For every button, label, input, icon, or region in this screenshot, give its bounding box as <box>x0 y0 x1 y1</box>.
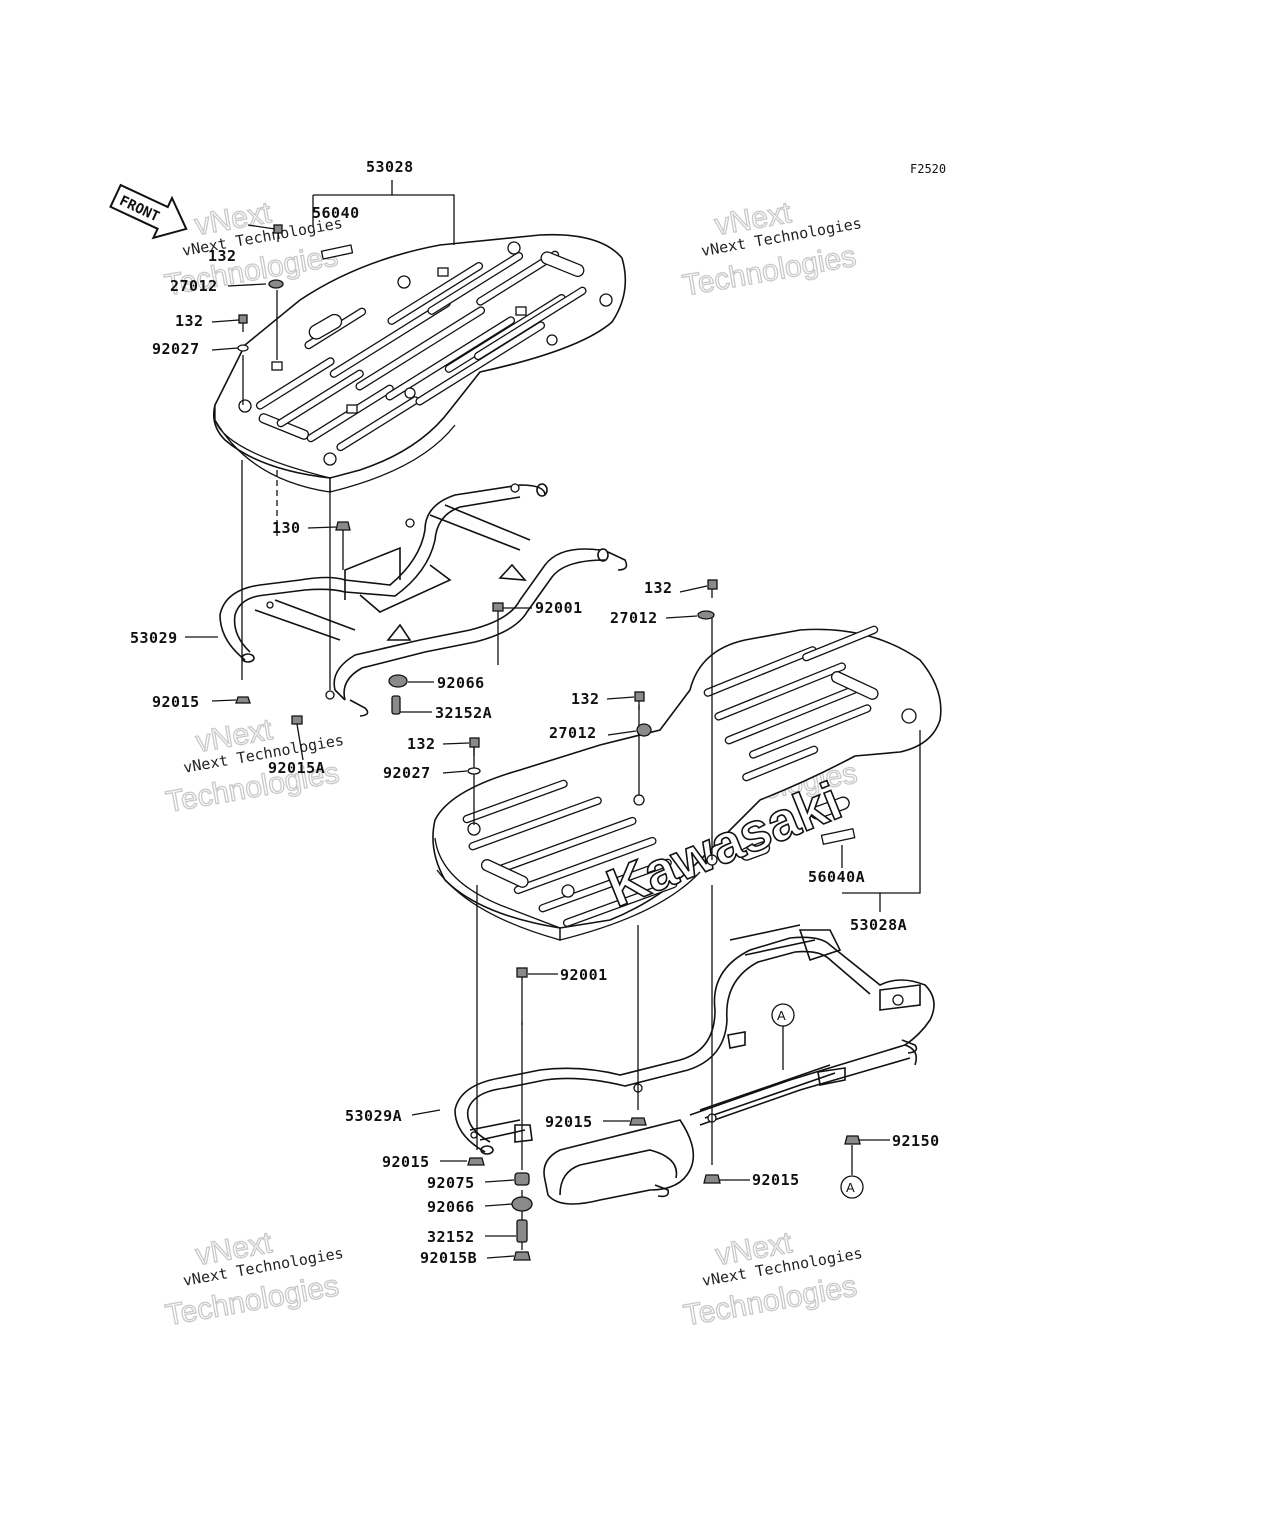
label-92015-e: 92015 <box>382 1153 430 1171</box>
bolt-92001-b <box>516 967 528 1025</box>
bolt-92150 <box>844 1135 861 1145</box>
label-53029A: 53029A <box>345 1107 402 1125</box>
nut-92015-f <box>703 1174 721 1184</box>
label-32152A: 32152A <box>435 704 492 722</box>
label-92015B: 92015B <box>420 1249 477 1267</box>
label-92001-b: 92001 <box>560 966 608 984</box>
callout-a-frame: A <box>771 1003 795 1070</box>
label-92001-a: 92001 <box>535 599 583 617</box>
label-92027-b: 92027 <box>383 764 431 782</box>
callout-a-bolt: A <box>840 1175 864 1199</box>
label-32152: 32152 <box>427 1228 475 1246</box>
watermark-top-right: vNext vNext Technologies Technologies <box>680 196 863 304</box>
label-132-c: 132 <box>644 579 673 597</box>
label-27012-a: 27012 <box>170 277 218 295</box>
grommet-92066-a <box>388 674 408 688</box>
label-132-a: 132 <box>208 247 237 265</box>
label-92066-b: 92066 <box>427 1198 475 1216</box>
label-56040A-text: 56040A <box>808 868 865 886</box>
watermark-bottom-left: vNext vNext Technologies Technologies <box>162 1226 344 1333</box>
label-130: 130 <box>272 519 301 537</box>
bolt-132-d <box>634 691 645 710</box>
label-92066-a: 92066 <box>437 674 485 692</box>
label-132-e: 132 <box>407 735 436 753</box>
label-132-d: 132 <box>571 690 600 708</box>
clip-27012-c <box>636 723 652 737</box>
label-92015-d: 92015 <box>545 1113 593 1131</box>
bolt-132-c <box>707 579 718 598</box>
bolt-130 <box>335 521 351 570</box>
figure-code: F2520 <box>910 162 946 176</box>
clip-27012-a <box>268 279 284 289</box>
label-92015-a: 92015 <box>152 693 200 711</box>
front-arrow-icon: FRONT <box>109 183 188 240</box>
nut-92015-d <box>629 1117 647 1126</box>
rear-rack-slots <box>462 625 879 927</box>
label-56040 <box>320 244 354 260</box>
label-27012-b: 27012 <box>610 609 658 627</box>
label-92075: 92075 <box>427 1174 475 1192</box>
front-rack-53028 <box>212 233 627 493</box>
label-56040A <box>820 827 856 845</box>
watermark-bottom-right: vNext vNext Technologies Technologies <box>681 1226 864 1334</box>
collar-32152 <box>516 1219 528 1243</box>
label-92150: 92150 <box>892 1132 940 1150</box>
svg-text:A: A <box>777 1008 786 1023</box>
nut-92015A <box>291 715 303 725</box>
label-56040-text: 56040 <box>312 204 360 222</box>
nut-92015-e <box>467 1157 485 1166</box>
label-92015A: 92015A <box>268 759 325 777</box>
label-53029: 53029 <box>130 629 178 647</box>
washer-92027-a <box>237 344 249 352</box>
nut-92015B <box>513 1251 531 1261</box>
front-frame-53029 <box>219 483 628 717</box>
collar-32152A <box>391 695 401 715</box>
label-53028A: 53028A <box>850 916 907 934</box>
clip-27012-b <box>697 610 715 620</box>
rear-frame-53029A <box>454 924 935 1205</box>
bolt-132-b <box>238 314 248 332</box>
label-27012-c: 27012 <box>549 724 597 742</box>
washer-92027-b <box>467 767 481 775</box>
svg-text:A: A <box>846 1180 855 1195</box>
spacer-92075 <box>514 1172 530 1186</box>
bolt-92001-a <box>492 602 504 665</box>
label-92015-f: 92015 <box>752 1171 800 1189</box>
label-92027-a: 92027 <box>152 340 200 358</box>
bolt-132-e <box>469 737 480 756</box>
label-132-b: 132 <box>175 312 204 330</box>
front-rack-slots <box>255 250 587 452</box>
nut-92015-a <box>235 696 251 704</box>
watermark-mid-left: vNext vNext Technologies Technologies <box>163 712 345 819</box>
grommet-92066-b <box>511 1196 533 1212</box>
label-53028: 53028 <box>366 158 414 176</box>
